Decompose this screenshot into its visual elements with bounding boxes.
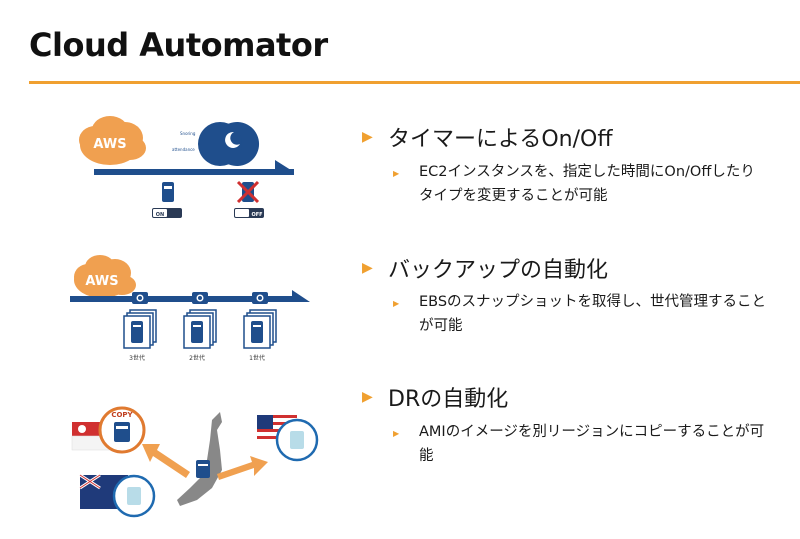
generation-label: 2世代 — [189, 354, 205, 362]
snapshot-stack-icon — [183, 309, 217, 349]
svg-text:ON: ON — [156, 212, 164, 218]
heading-text: DRの自動化 — [388, 387, 509, 412]
camera-icon — [132, 292, 148, 304]
cloud-label: AWS — [85, 274, 118, 289]
bullet-triangle-icon: ▶ — [393, 299, 400, 308]
bullet-triangle-icon: ▶ — [393, 429, 400, 438]
generation-label: 1世代 — [249, 354, 265, 362]
usa-server-circle — [275, 418, 319, 462]
heading-dr: ▶ DRの自動化 — [362, 381, 508, 413]
timeline-arrow — [94, 160, 294, 175]
server-off-icon — [236, 180, 260, 204]
heading-backup: ▶ バックアップの自動化 — [362, 252, 608, 284]
heading-timer: ▶ タイマーによるOn/Off — [362, 121, 613, 153]
camera-icon — [252, 292, 268, 304]
japan-map-icon — [177, 412, 222, 506]
timeline-arrow — [70, 290, 310, 302]
heading-text: タイマーによるOn/Off — [388, 127, 613, 152]
snapshot-stack-icon — [123, 309, 157, 349]
australia-server-circle — [112, 474, 156, 518]
copy-arrow-left — [142, 444, 190, 478]
bullet-triangle-icon: ▶ — [393, 169, 400, 178]
cloud-label: AWS — [93, 137, 126, 152]
bullet-triangle-icon: ▶ — [362, 260, 373, 276]
svg-text:Snoring: Snoring — [180, 131, 196, 136]
toggle-on: ON — [152, 208, 182, 218]
night-clock-icon: Snoring attendance — [172, 122, 260, 166]
heading-text: バックアップの自動化 — [388, 258, 609, 283]
dr-illustration: COPY — [71, 406, 319, 518]
copy-arrow-right — [217, 456, 268, 480]
svg-text:COPY: COPY — [111, 411, 133, 419]
bullet-text: AMIのイメージを別リージョンにコピーすることが可能 — [419, 424, 765, 464]
snapshot-generation: 3世代 — [123, 292, 157, 362]
copy-server-circle: COPY — [98, 406, 146, 454]
generation-label: 3世代 — [129, 354, 145, 362]
bullet-backup: ▶ EBSのスナップショットを取得し、世代管理することが可能 — [393, 290, 769, 338]
camera-icon — [192, 292, 208, 304]
bullet-text: EBSのスナップショットを取得し、世代管理することが可能 — [419, 294, 767, 334]
server-on-icon — [162, 182, 174, 202]
snapshot-generation: 1世代 — [243, 292, 277, 362]
svg-text:OFF: OFF — [251, 212, 262, 218]
snapshot-generation: 2世代 — [183, 292, 217, 362]
toggle-off: OFF — [234, 208, 264, 218]
timer-illustration: AWS Snoring attendance ON OFF — [79, 116, 294, 218]
bullet-dr: ▶ AMIのイメージを別リージョンにコピーすることが可能 — [393, 420, 769, 468]
snapshot-stack-icon — [243, 309, 277, 349]
bullet-text: EC2インスタンスを、指定した時間にOn/Offしたりタイプを変更することが可能 — [419, 164, 755, 204]
aws-cloud-icon: AWS — [74, 255, 136, 298]
title-underline — [29, 81, 800, 84]
svg-text:attendance: attendance — [172, 147, 195, 152]
bullet-triangle-icon: ▶ — [362, 389, 373, 405]
bullet-timer: ▶ EC2インスタンスを、指定した時間にOn/Offしたりタイプを変更することが… — [393, 160, 769, 208]
bullet-triangle-icon: ▶ — [362, 129, 373, 145]
backup-illustration: AWS 3世代 2世代 1世代 — [70, 255, 310, 362]
aws-cloud-icon: AWS — [79, 116, 146, 165]
slide-title: Cloud Automator — [29, 26, 328, 64]
